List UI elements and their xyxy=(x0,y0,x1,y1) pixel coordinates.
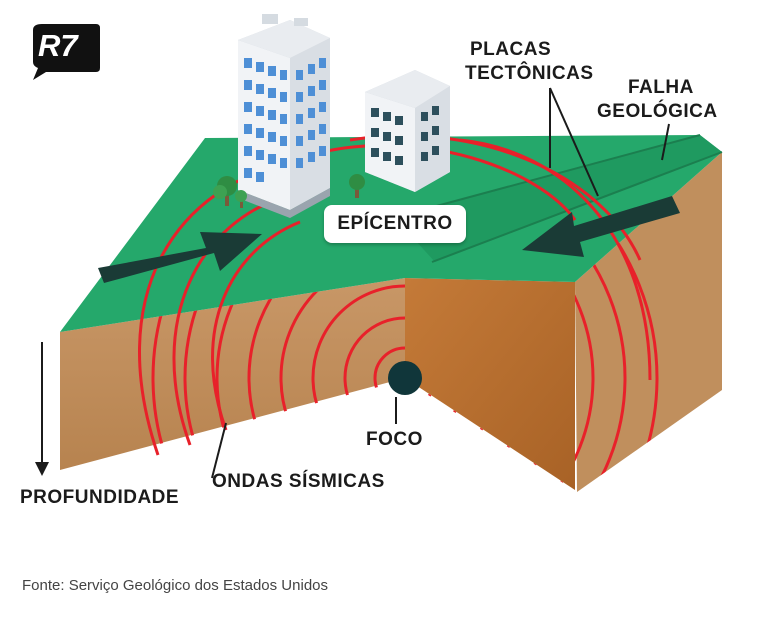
plate-arrows xyxy=(98,196,680,283)
label-placas-line1: PLACAS xyxy=(470,39,552,60)
source-note: Fonte: Serviço Geológico dos Estados Uni… xyxy=(22,577,328,594)
label-foco: FOCO xyxy=(366,429,423,450)
soil-block xyxy=(60,152,722,492)
depth-arrow xyxy=(35,342,49,476)
arrow-right xyxy=(98,232,262,283)
r7-logo-badge xyxy=(33,24,100,80)
r7-logo-text: R7 xyxy=(38,28,78,63)
building-tall xyxy=(238,14,330,218)
soil-right-face xyxy=(575,152,722,492)
building-short xyxy=(365,70,450,192)
label-falha-line2: GEOLÓGICA xyxy=(597,101,718,122)
label-profundidade: PROFUNDIDADE xyxy=(20,487,180,508)
wave-ring xyxy=(172,193,291,446)
wave-ring xyxy=(459,138,652,381)
soil-front-left-face xyxy=(60,278,405,470)
focus-point xyxy=(388,361,422,395)
label-epicentro: EPÍCENTRO xyxy=(337,213,453,234)
label-falha-line1: FALHA xyxy=(628,77,694,98)
label-ondas-sismicas: ONDAS SÍSMICAS xyxy=(212,471,385,492)
trees xyxy=(213,174,365,208)
wave-ring xyxy=(211,220,301,431)
wave-ring xyxy=(309,143,577,221)
wave-circle xyxy=(151,152,659,492)
fault-line xyxy=(391,134,701,219)
leader-lines xyxy=(211,87,670,479)
arrow-left xyxy=(522,196,680,257)
epicentro-box xyxy=(324,205,466,243)
soil-inner-face xyxy=(405,278,575,490)
label-placas-line2: TECTÔNICAS xyxy=(465,63,594,84)
fault-step xyxy=(395,135,722,262)
plate-boundary xyxy=(431,151,723,263)
